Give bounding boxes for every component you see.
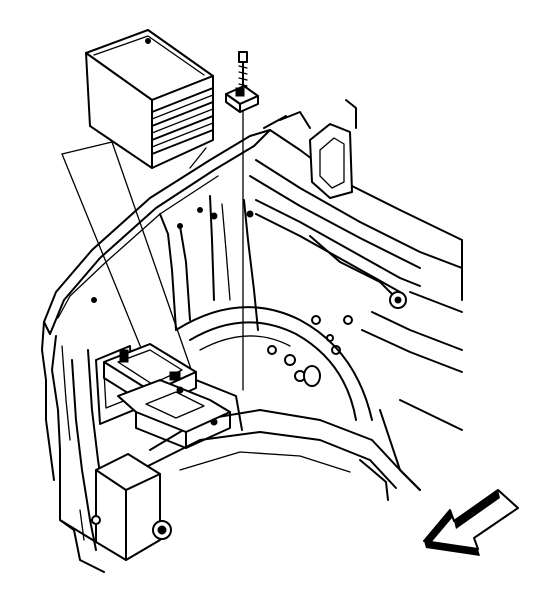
battery-tray	[103, 343, 243, 449]
lower-rail	[95, 453, 161, 561]
hold-down-bolt	[238, 51, 248, 391]
retainer-clamp	[225, 85, 259, 113]
panel-oval-hole	[303, 365, 321, 387]
battery-terminal-icon	[145, 38, 151, 44]
battery-side	[151, 75, 214, 169]
fender-wheelhouse-panel	[41, 99, 463, 573]
bolt-head	[238, 51, 248, 63]
battery	[85, 29, 214, 169]
front-direction-arrow	[423, 489, 519, 556]
